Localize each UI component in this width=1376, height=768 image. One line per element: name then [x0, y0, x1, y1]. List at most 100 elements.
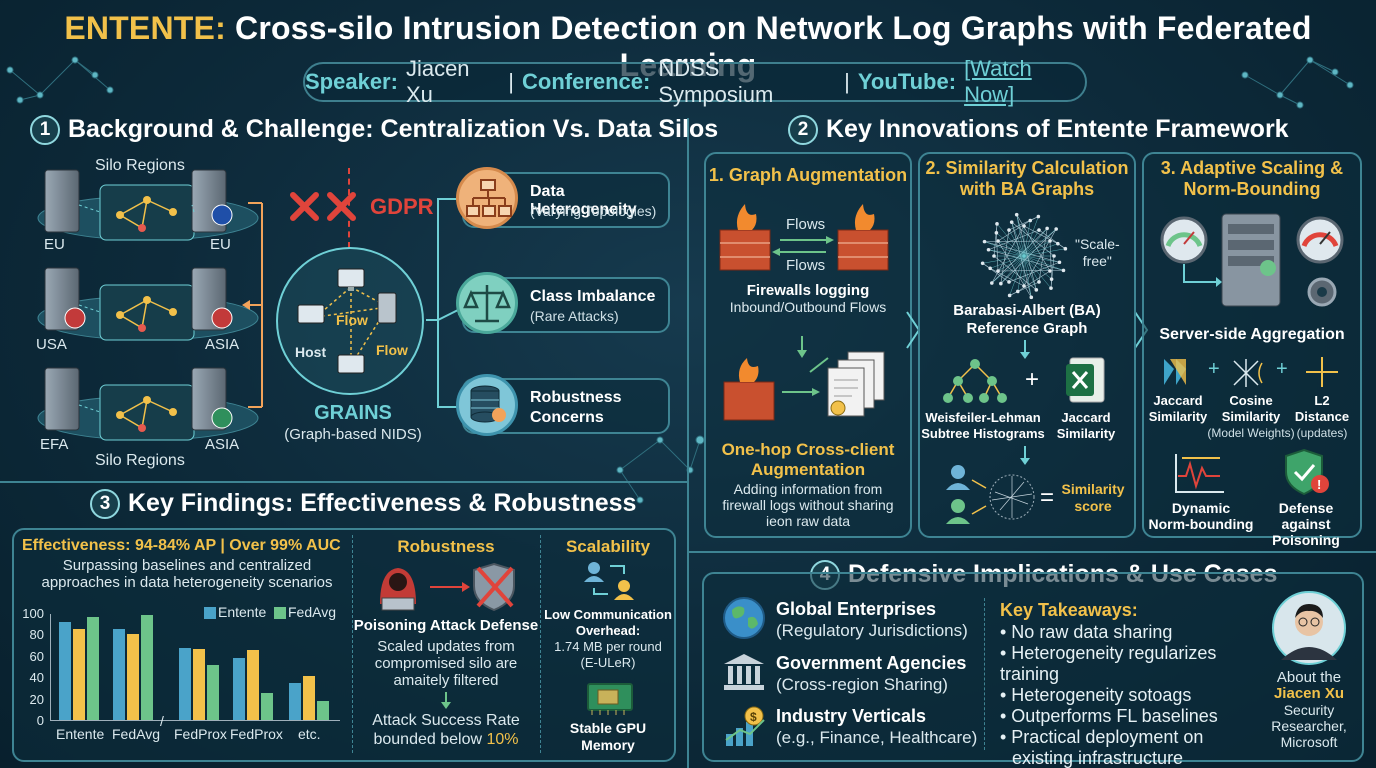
avatar	[1272, 591, 1346, 665]
finance-chart-icon: $	[725, 706, 765, 746]
card-title: 1. Graph Augmentation	[708, 165, 908, 185]
bar	[193, 649, 205, 720]
challenge-subtitle: (Rare Attacks)	[530, 308, 619, 324]
region-label: EFA	[40, 436, 69, 453]
attacker-icon	[380, 562, 515, 612]
y-tick-label: 20	[29, 691, 44, 707]
bar	[141, 615, 153, 720]
challenge-title: Robustness	[530, 389, 622, 406]
flow-label: Flow	[336, 312, 368, 328]
region-label: USA	[36, 336, 67, 353]
bar	[303, 676, 315, 720]
y-tick-label: 0	[36, 713, 44, 728]
list-item: • No raw data sharing	[1000, 622, 1173, 642]
excel-icon	[1066, 357, 1105, 403]
x-tick-label: etc.	[298, 726, 321, 742]
globe-icon	[723, 597, 765, 639]
arrow-down-icon	[1020, 446, 1030, 465]
flows-label: Flows	[786, 216, 826, 233]
list-item: • Practical deployment on	[1000, 727, 1204, 747]
server-aggregation-label: Server-side Aggregation	[1159, 326, 1345, 343]
plus-sign: +	[1276, 358, 1288, 380]
speaker-key: Speaker:	[305, 69, 398, 94]
challenge-title: Data Heterogeneity	[530, 183, 637, 218]
y-tick-label: 100	[22, 606, 44, 621]
use-case-subtitle: (Regulatory Jurisdictions)	[776, 621, 968, 640]
youtube-key: YouTube:	[857, 69, 957, 94]
use-case-title: Government Agencies	[776, 653, 967, 673]
x-tick-label: Entente	[56, 726, 105, 742]
plus-sign: +	[1025, 366, 1040, 393]
x-tick-label: FedProx	[174, 726, 227, 742]
wl-tree-icon	[943, 359, 1007, 403]
speaker-bar: Speaker: Jiacen Xu | Conference: NDSS Sy…	[303, 56, 1087, 107]
region-label: EU	[44, 236, 65, 253]
effectiveness-heading: Effectiveness: 94-84% AP | Over 99% AUC	[22, 537, 341, 554]
use-case-subtitle: (Cross-region Sharing)	[776, 675, 948, 694]
y-tick-label: 40	[29, 670, 44, 686]
shield-icon: !	[1285, 448, 1329, 496]
gpu-icon	[587, 683, 633, 715]
ba-graph-icon	[980, 212, 1068, 300]
l2-metric: L2 Distance(updates)	[1294, 393, 1350, 440]
conference-key: Conference:	[522, 69, 651, 94]
separator: |	[508, 69, 514, 94]
x-tick-label: FedProx	[230, 726, 283, 742]
server-aggregation-icon	[1160, 213, 1344, 307]
silo-regions-label: Silo Regions	[95, 157, 185, 174]
scale-free-label: "Scale-free"	[1075, 236, 1120, 269]
bar	[261, 693, 273, 720]
use-case-subtitle: (e.g., Finance, Healthcare)	[776, 728, 978, 747]
aggregation-arrows	[242, 202, 263, 408]
region-label: ASIA	[205, 436, 240, 453]
arrow-down-icon	[441, 692, 451, 709]
divider	[984, 598, 985, 750]
legend-label-entente: Entente	[218, 604, 267, 620]
users-compare-icon	[946, 465, 1035, 524]
list-item: existing infrastructure	[1012, 748, 1184, 768]
axis-break: /	[160, 713, 164, 729]
firewall-title: Firewalls logging	[746, 282, 870, 299]
legend-swatch-fedavg	[274, 607, 286, 619]
blocked-x-icon	[290, 192, 356, 221]
scalability-heading: Scalability	[565, 537, 651, 556]
list-item: • Outperforms FL baselines	[1000, 706, 1218, 726]
bar	[87, 617, 99, 720]
divider	[352, 535, 353, 753]
robustness-heading: Robustness	[397, 537, 495, 556]
gdpr-barrier	[348, 168, 350, 248]
host-label: Host	[295, 344, 327, 360]
database-icon	[456, 374, 518, 436]
svg-text:$: $	[750, 710, 757, 724]
svg-text:!: !	[1317, 477, 1321, 492]
bar	[113, 629, 125, 720]
bar	[127, 634, 139, 720]
divider	[540, 535, 541, 753]
use-case-title: Industry Verticals	[776, 706, 927, 726]
bar-chart-plot	[50, 614, 340, 721]
plus-sign: +	[1208, 358, 1220, 380]
equals-sign: =	[1040, 484, 1055, 511]
use-cases-panel	[702, 572, 1364, 762]
region-label: ASIA	[205, 336, 240, 353]
watch-now-link[interactable]: [Watch Now]	[964, 56, 1032, 107]
key-takeaways-list: • No raw data sharing • Heterogeneity re…	[1000, 622, 1262, 768]
ba-reference-label: Barabasi-Albert (BA)Reference Graph	[953, 302, 1101, 337]
arrow-down-icon	[1020, 340, 1030, 359]
bar	[233, 657, 245, 720]
bar	[207, 665, 219, 720]
x-tick-label: FedAvg	[112, 726, 160, 742]
